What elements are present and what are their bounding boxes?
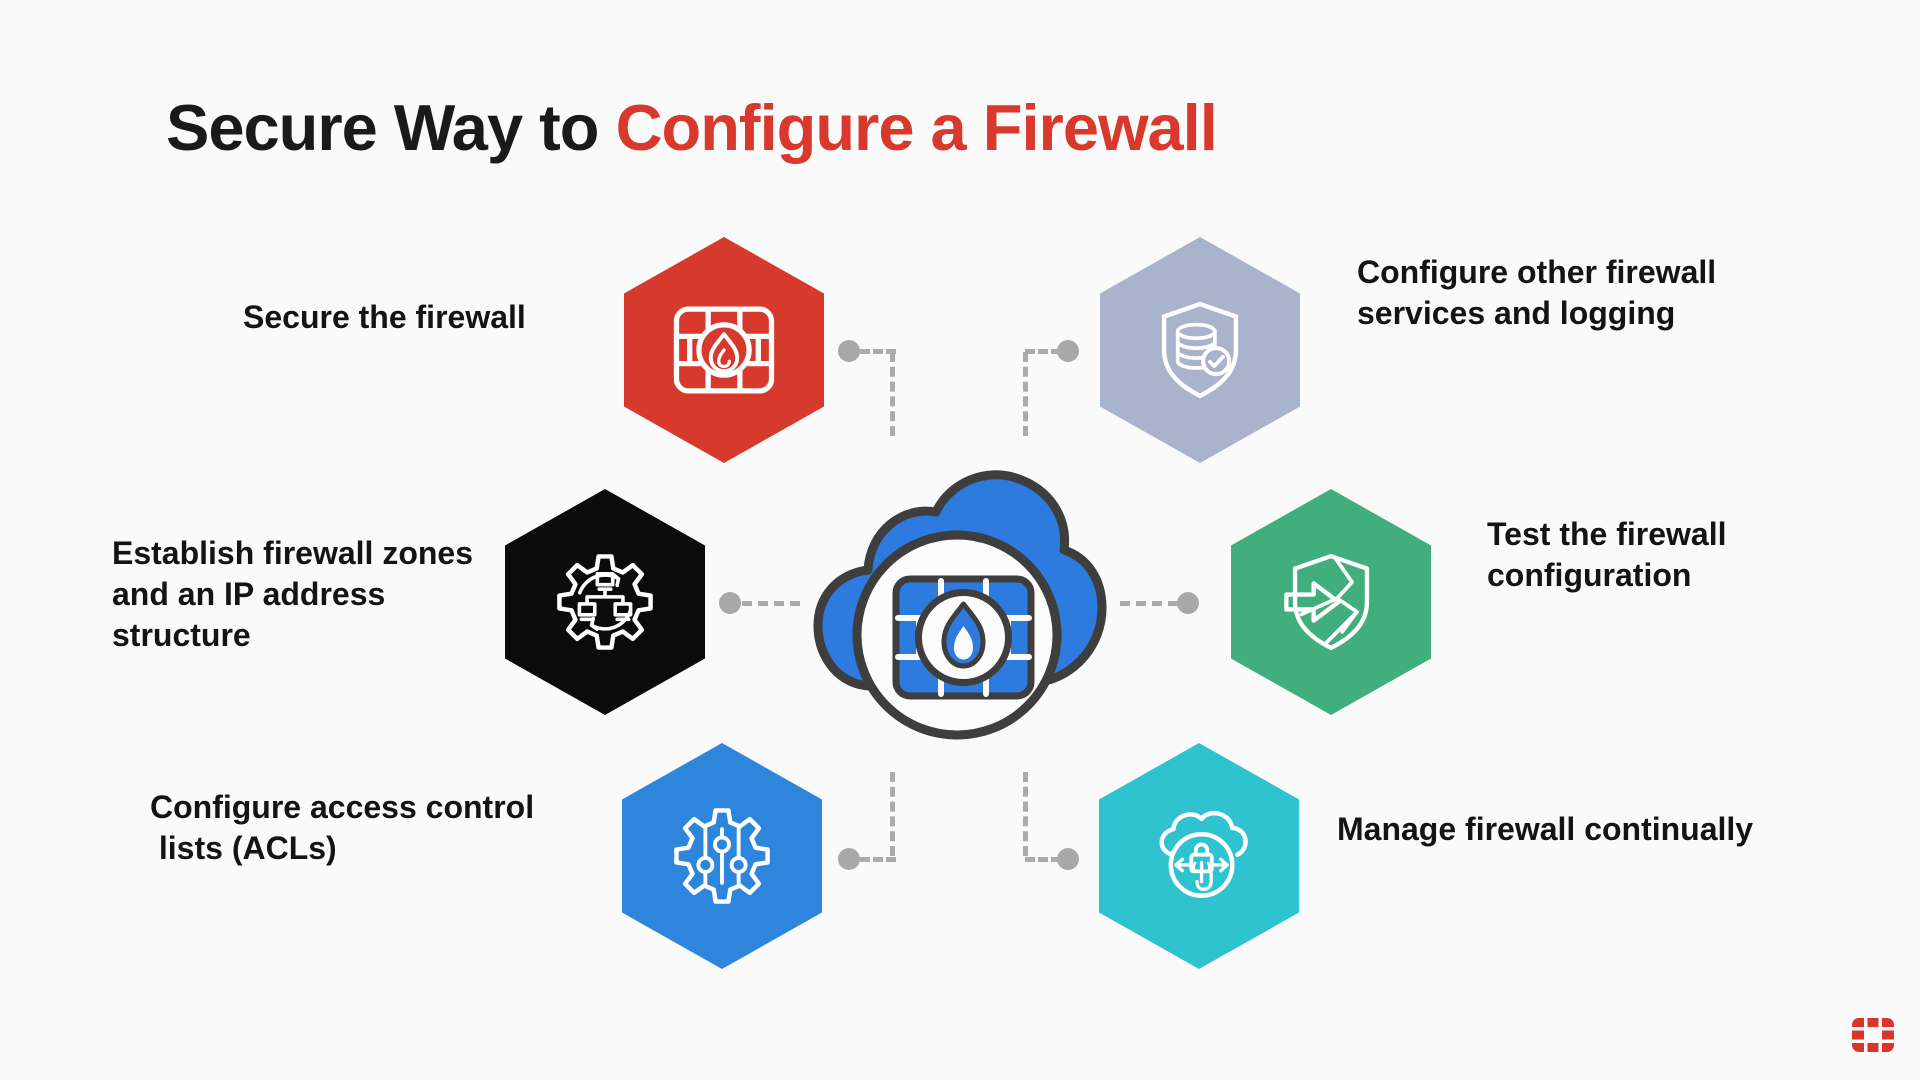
connector-dot <box>838 340 860 362</box>
gear-network-icon <box>557 554 653 650</box>
step-label-firewall-zones: Establish firewall zones and an IP addre… <box>112 535 473 653</box>
connector-dash <box>860 857 896 862</box>
step-label-manage-firewall: Manage firewall continually <box>1337 811 1754 847</box>
connector-dash <box>1025 857 1061 862</box>
page-title: Secure Way to Configure a Firewall <box>166 90 1218 165</box>
cloud-firewall-icon <box>810 458 1110 753</box>
step-hexagon-secure-firewall <box>624 237 824 463</box>
step-hexagon-firewall-zones <box>505 489 705 715</box>
connector-dot <box>1057 340 1079 362</box>
step-label-test-configuration: Test the firewall configuration <box>1487 516 1727 593</box>
connector-dash <box>890 772 895 856</box>
connector-dot <box>719 592 741 614</box>
step-hexagon-other-services <box>1100 237 1300 463</box>
connector-dash <box>890 352 895 436</box>
connector-dash <box>1120 601 1178 606</box>
title-black-part: Secure Way to <box>166 90 616 164</box>
gear-sliders-icon <box>674 808 770 904</box>
shield-database-check-icon <box>1161 301 1239 399</box>
connector-dot <box>1177 592 1199 614</box>
connector-dash <box>860 349 896 354</box>
connector-dot <box>838 848 860 870</box>
step-hexagon-manage-firewall <box>1099 743 1299 969</box>
fortinet-logo <box>1852 1018 1894 1057</box>
connector-dash <box>742 601 800 606</box>
cloud-lock-touch-icon <box>1159 810 1248 898</box>
title-red-part: Configure a Firewall <box>615 90 1218 164</box>
connector-dash <box>1023 352 1028 436</box>
firewall-brick-flame-icon <box>673 306 775 394</box>
step-label-acls: Configure access control lists (ACLs) <box>150 789 535 866</box>
connector-dash <box>1023 772 1028 856</box>
step-label-secure-firewall: Secure the firewall <box>243 299 526 335</box>
shield-penetration-arrow-icon <box>1284 553 1370 651</box>
step-hexagon-acls <box>622 743 822 969</box>
step-hexagon-test-configuration <box>1231 489 1431 715</box>
step-label-other-services: Configure other firewall services and lo… <box>1357 254 1717 331</box>
connector-dash <box>1025 349 1061 354</box>
connector-dot <box>1057 848 1079 870</box>
